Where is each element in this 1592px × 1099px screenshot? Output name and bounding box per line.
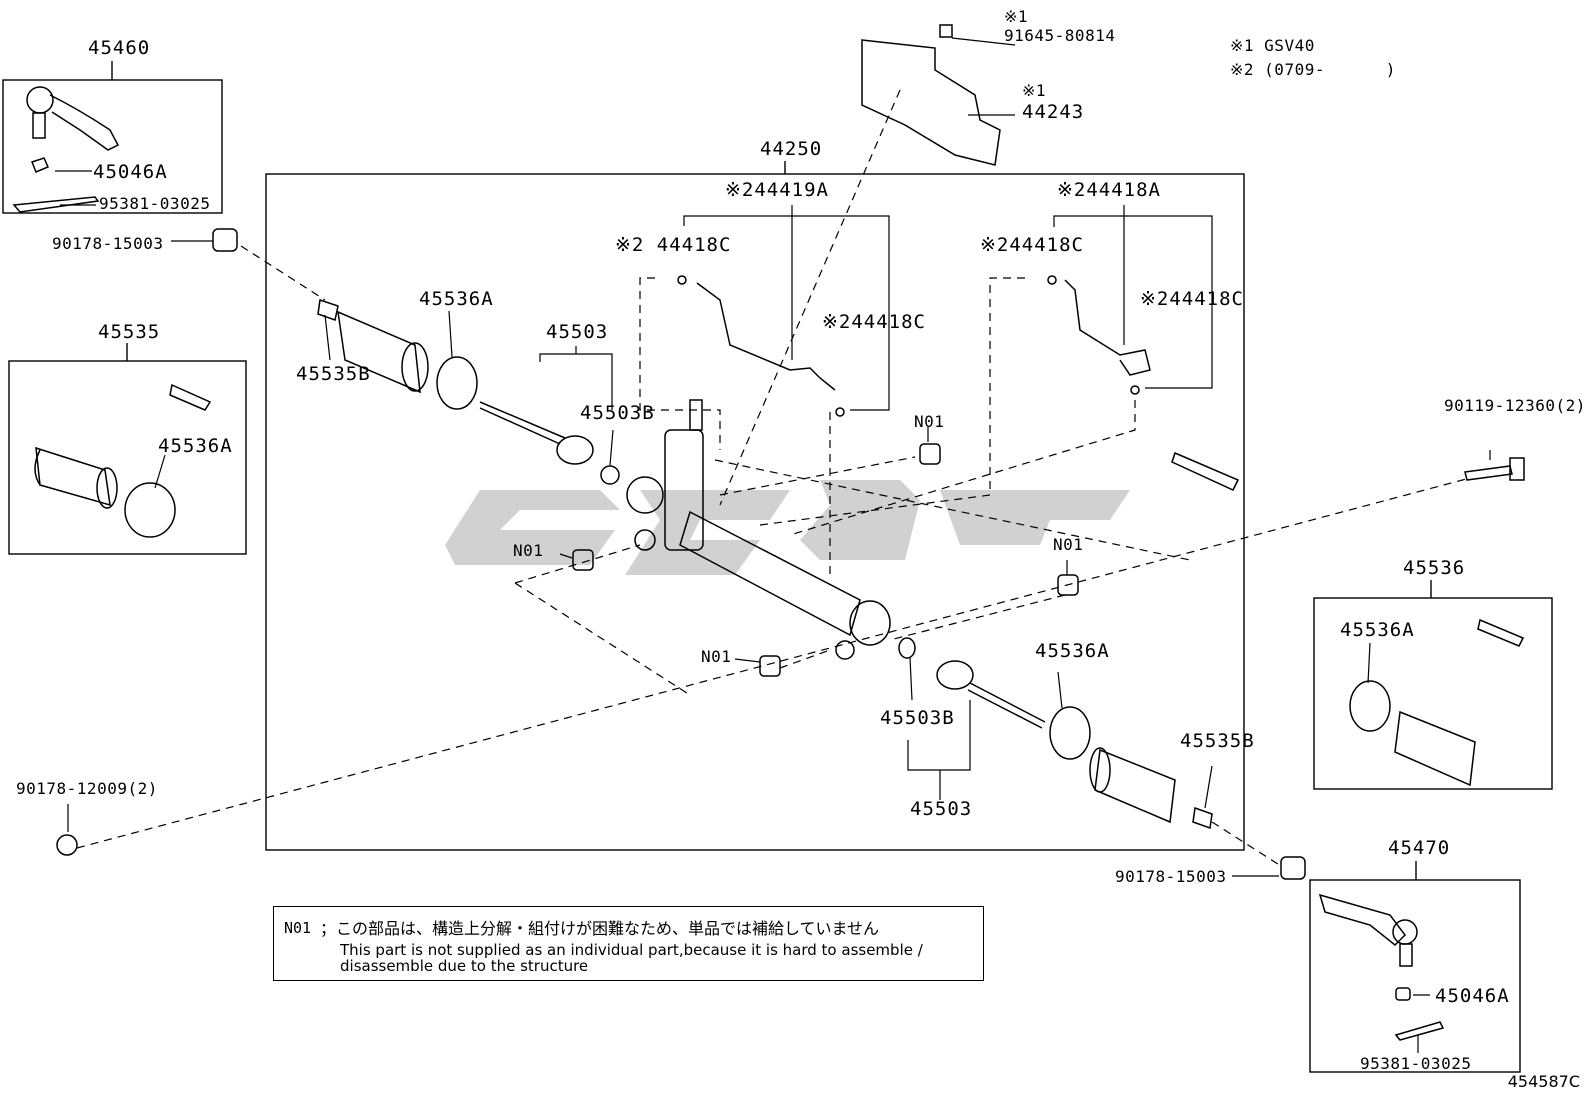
note-box: N01 ；この部品は、構造上分解・組付けが困難なため、単品では補給していません …: [273, 906, 984, 981]
label-45536A-rightbox: 45536A: [1340, 619, 1415, 641]
label-45536A-left: 45536A: [419, 288, 494, 310]
box-45536: [1313, 597, 1553, 790]
note-japanese: ；この部品は、構造上分解・組付けが困難なため、単品では補給していません: [320, 919, 880, 938]
rack-end-left: [479, 401, 620, 485]
note-code: N01: [284, 919, 312, 937]
tie-rod-end-left: [12, 86, 120, 213]
nut-90178-12009: [56, 834, 78, 856]
figure-number: 454587C: [1507, 1072, 1580, 1091]
rack-end-right: [936, 660, 1046, 729]
label-244418A: ※244418A: [1057, 179, 1161, 201]
label-mark1-a: ※1: [1004, 7, 1029, 26]
label-95381-top: 95381-03025: [99, 194, 211, 213]
label-90119: 90119-12360(2): [1444, 396, 1586, 415]
clamp-45536A-right: [1049, 706, 1091, 760]
pipe-244418A: [1064, 279, 1151, 376]
label-44243: 44243: [1022, 101, 1085, 123]
label-45536A-right: 45536A: [1035, 640, 1110, 662]
label-n01-d: N01: [701, 647, 732, 666]
grease-tube: [1171, 451, 1240, 491]
label-90178-12009: 90178-12009(2): [16, 779, 158, 798]
nut-90178-15003-right: [1280, 856, 1306, 880]
label-244418C-b: ※244418C: [822, 311, 926, 333]
label-90178-15003-right: 90178-15003: [1115, 867, 1227, 886]
label-45535B-left: 45535B: [296, 363, 371, 385]
label-244418C-c: ※244418C: [980, 234, 1084, 256]
label-90178-15003-left: 90178-15003: [52, 234, 164, 253]
note-english-line2: disassemble due to the structure: [340, 957, 589, 975]
nut-90178-15003-left: [212, 228, 238, 252]
label-45535B-right: 45535B: [1180, 730, 1255, 752]
pipe-244419A: [696, 282, 836, 391]
label-45536: 45536: [1403, 557, 1466, 579]
label-45503-right: 45503: [910, 798, 973, 820]
label-44250: 44250: [760, 138, 823, 160]
n01-bushings: [572, 443, 1079, 677]
label-244418C-d: ※244418C: [1140, 288, 1244, 310]
watermark: [445, 480, 1130, 575]
label-45460: 45460: [88, 37, 151, 59]
boot-left: [317, 299, 478, 410]
boot-set-left: [34, 383, 212, 538]
label-45046A-top: 45046A: [93, 161, 168, 183]
label-mark1-b: ※1: [1022, 81, 1047, 100]
boot-set-right: [1349, 618, 1525, 787]
washer-45503B-right: [898, 637, 916, 659]
label-244419A: ※244419A: [725, 179, 829, 201]
main-assembly-frame: [265, 173, 1245, 851]
label-45503B-left: 45503B: [580, 402, 655, 424]
label-note2: ※2 (0709- ): [1230, 60, 1396, 79]
tie-rod-end-right: [1318, 893, 1445, 1041]
label-45536A-leftbox: 45536A: [158, 435, 233, 457]
note-english-line1: This part is not supplied as an individu…: [340, 941, 923, 959]
heat-shield-44243: [861, 39, 1001, 166]
label-91645: 91645-80814: [1004, 26, 1116, 45]
label-45470: 45470: [1388, 837, 1451, 859]
steering-rack-housing: [626, 399, 891, 660]
label-n01-a: N01: [914, 412, 945, 431]
clip-45535B-right: [1192, 806, 1213, 830]
bolt-91645: [939, 24, 953, 38]
label-45046A-bottom: 45046A: [1435, 985, 1510, 1007]
label-note1: ※1 GSV40: [1230, 36, 1315, 55]
label-45503B-right: 45503B: [880, 707, 955, 729]
boot-right: [1089, 747, 1176, 824]
bolt-90119: [1464, 465, 1513, 481]
label-45503-left: 45503: [546, 321, 609, 343]
label-n01-b: N01: [513, 541, 544, 560]
label-45535: 45535: [98, 321, 161, 343]
box-45470: [1309, 879, 1521, 1073]
label-n01-c: N01: [1053, 535, 1084, 554]
box-45535: [8, 360, 247, 555]
label-244418C-a: ※2 44418C: [615, 234, 732, 256]
label-95381-bottom: 95381-03025: [1360, 1054, 1472, 1073]
